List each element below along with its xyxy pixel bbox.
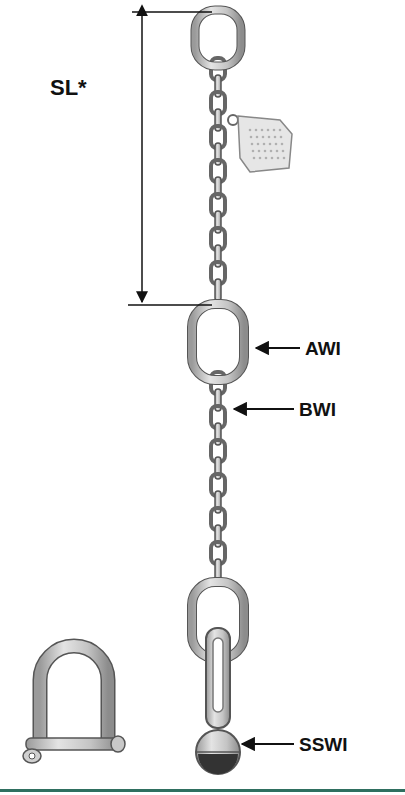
tag-dot — [270, 150, 273, 153]
master-link — [195, 10, 241, 66]
tag-dot — [273, 129, 276, 132]
tag-dot — [252, 150, 255, 153]
tag-dot — [269, 143, 272, 146]
tag-dot — [271, 157, 274, 160]
callout-label: SSWI — [299, 735, 348, 754]
dimension-line — [128, 12, 212, 305]
tag-dot — [281, 143, 284, 146]
shackle — [23, 646, 125, 763]
tag-dot — [282, 150, 285, 153]
tag-dot — [258, 150, 261, 153]
tag-dot — [249, 129, 252, 132]
tag-dot — [279, 129, 282, 132]
tag-dot — [250, 136, 253, 139]
callout-label: AWI — [305, 339, 341, 358]
tag-dot — [255, 129, 258, 132]
tag-dot — [257, 143, 260, 146]
swivel-end-fitting — [196, 628, 240, 774]
tag-dot — [265, 157, 268, 160]
tag-dot — [276, 150, 279, 153]
tag-dot — [280, 136, 283, 139]
tag-dot — [268, 136, 271, 139]
chain-links — [211, 58, 225, 581]
tag-dot — [283, 157, 286, 160]
tag-dot — [253, 157, 256, 160]
tag-dot — [259, 157, 262, 160]
tag-dot — [274, 136, 277, 139]
leader-arrows — [234, 348, 300, 744]
tag-dot — [263, 143, 266, 146]
chain-link — [215, 279, 221, 301]
tag-dot — [277, 157, 280, 160]
tag-dot — [261, 129, 264, 132]
tag-dot — [256, 136, 259, 139]
identification-tag — [228, 115, 292, 172]
intermediate-link — [192, 304, 244, 380]
dimension-label: SL* — [50, 77, 87, 99]
callout-label: BWI — [299, 400, 336, 419]
tag-dot — [275, 143, 278, 146]
tag-dot — [262, 136, 265, 139]
tag-dot — [251, 143, 254, 146]
tag-dot — [264, 150, 267, 153]
footer-rule — [0, 789, 405, 792]
tag-dot — [267, 129, 270, 132]
